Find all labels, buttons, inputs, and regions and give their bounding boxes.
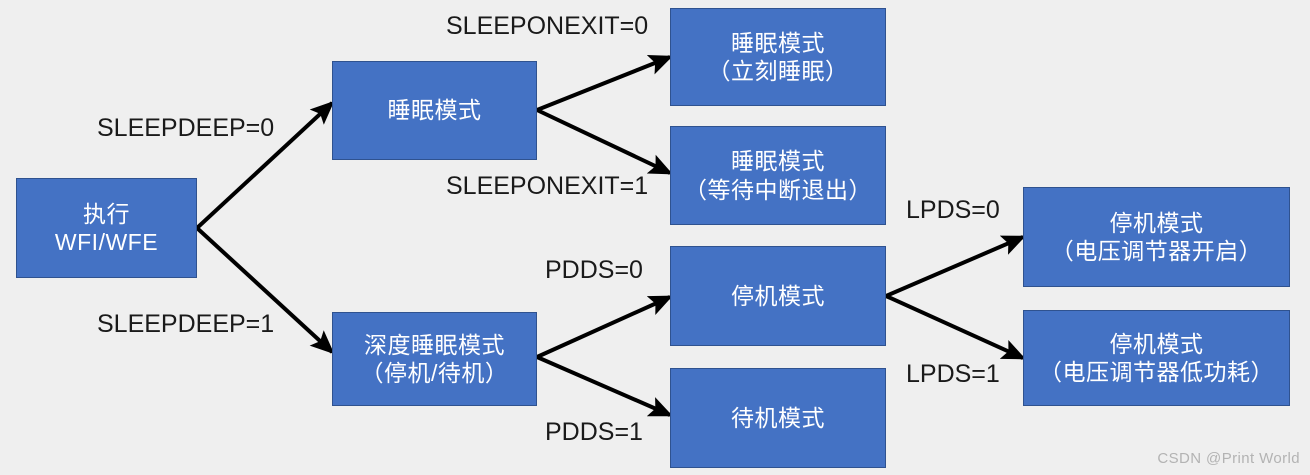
label-lpds-0: LPDS=0 — [906, 196, 1000, 224]
node-sleep-mode[interactable]: 睡眠模式 — [332, 61, 537, 160]
edge-sleep-to-sleep-now — [536, 55, 673, 112]
node-execute-wfi-wfe[interactable]: 执行 WFI/WFE — [16, 178, 197, 278]
edge-deepsleep-to-standby — [536, 355, 673, 417]
node-label-line1: 执行 — [83, 200, 130, 227]
node-label-line1: 睡眠模式 — [387, 97, 482, 124]
node-stop-mode[interactable]: 停机模式 — [670, 246, 886, 346]
node-label-line2: （电压调节器开启） — [1050, 238, 1263, 264]
node-stop-mode-regulator-on[interactable]: 停机模式 （电压调节器开启） — [1023, 187, 1290, 287]
label-pdds-0: PDDS=0 — [545, 256, 643, 284]
node-standby-mode[interactable]: 待机模式 — [670, 368, 886, 468]
edges-group — [195, 55, 1026, 417]
node-label-line2: （停机/待机） — [360, 360, 509, 386]
node-sleep-mode-immediate[interactable]: 睡眠模式 （立刻睡眠） — [670, 8, 886, 106]
node-label-line2: （立刻睡眠） — [707, 58, 849, 84]
label-sleeponexit-0: SLEEPONEXIT=0 — [446, 12, 649, 40]
node-stop-mode-regulator-low-power[interactable]: 停机模式 （电压调节器低功耗） — [1023, 310, 1290, 406]
node-deep-sleep-mode[interactable]: 深度睡眠模式 （停机/待机） — [332, 312, 537, 406]
node-label-line2: （等待中断退出） — [684, 176, 872, 203]
label-sleepdeep-0: SLEEPDEEP=0 — [97, 114, 275, 142]
node-label-line1: 睡眠模式 — [731, 29, 825, 56]
node-label-line1: 停机模式 — [1109, 209, 1204, 236]
node-label-line1: 深度睡眠模式 — [364, 331, 505, 358]
watermark: CSDN @Print World — [1157, 450, 1300, 467]
node-label-line1: 停机模式 — [731, 282, 825, 309]
edge-stop-to-reg-low-power — [885, 294, 1026, 360]
node-label-line2: （电压调节器低功耗） — [1039, 359, 1274, 385]
node-label-line1: 待机模式 — [731, 404, 825, 431]
label-lpds-1: LPDS=1 — [906, 360, 1000, 388]
node-label-line1: 停机模式 — [1109, 330, 1204, 357]
edge-sleep-to-sleep-on-exit — [536, 108, 673, 175]
node-label-line2: WFI/WFE — [54, 229, 159, 255]
label-sleeponexit-1: SLEEPONEXIT=1 — [446, 172, 649, 200]
node-label-line1: 睡眠模式 — [731, 148, 825, 175]
label-pdds-1: PDDS=1 — [545, 418, 643, 446]
edge-deepsleep-to-stop — [536, 295, 673, 359]
edge-stop-to-reg-on — [885, 235, 1026, 298]
node-sleep-mode-wait-interrupt-exit[interactable]: 睡眠模式 （等待中断退出） — [670, 126, 886, 225]
label-sleepdeep-1: SLEEPDEEP=1 — [97, 310, 275, 338]
